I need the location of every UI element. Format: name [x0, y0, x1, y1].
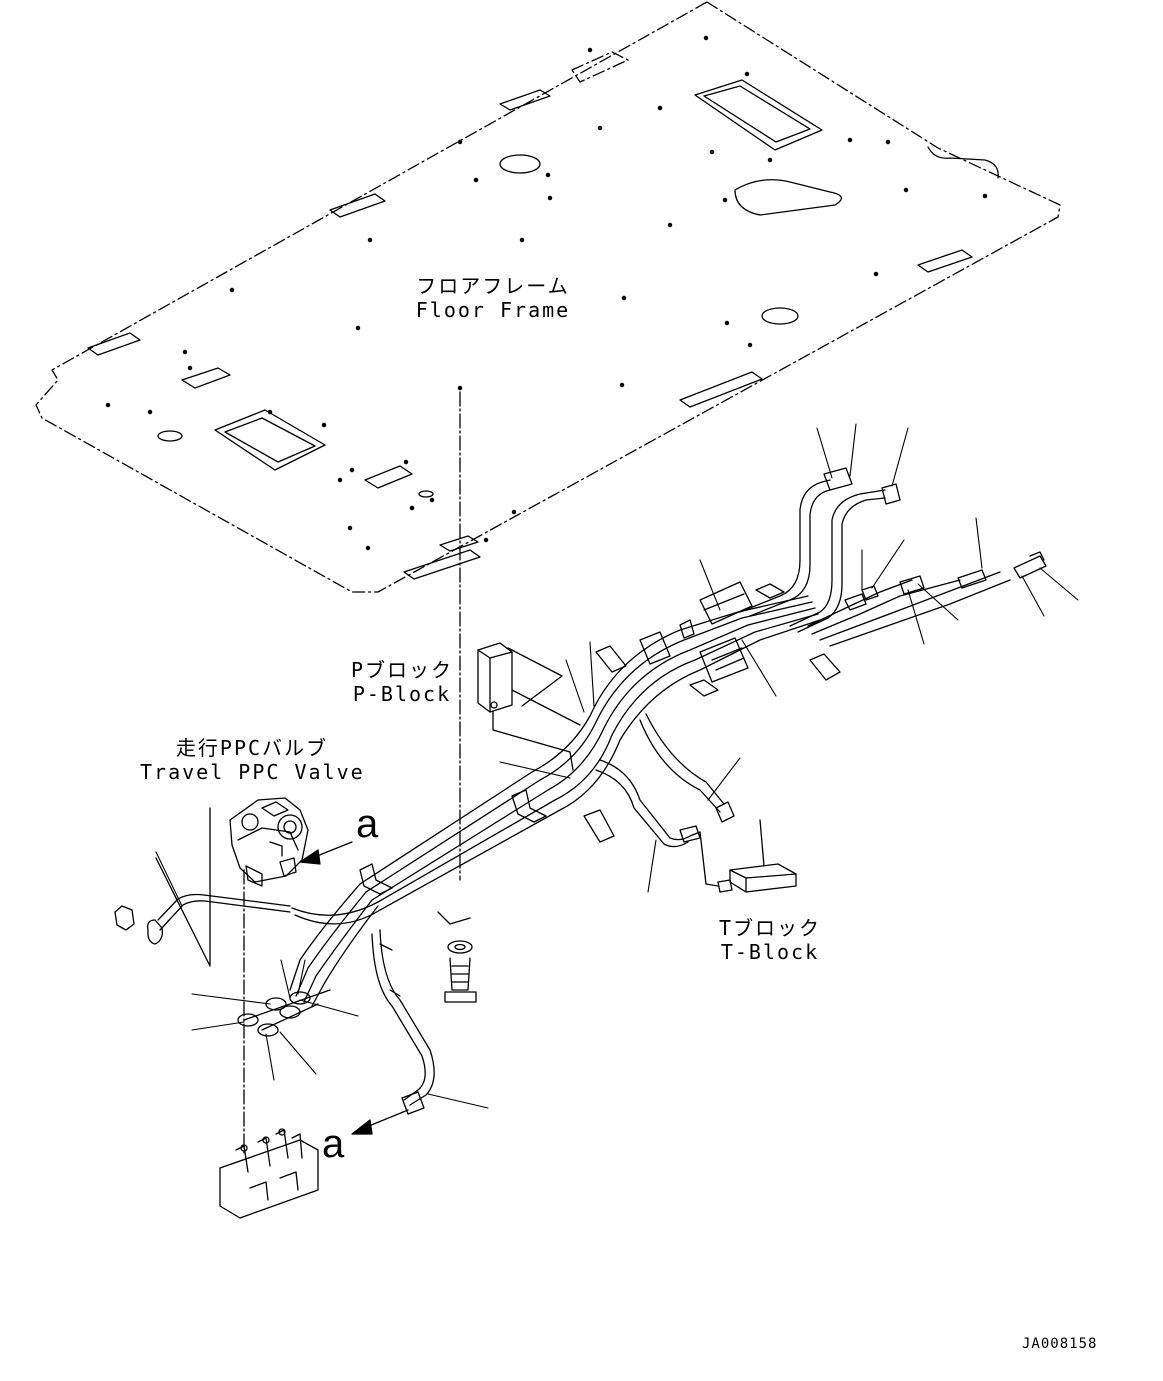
- floor-frame-label-jp: フロアフレーム: [416, 274, 570, 298]
- view-ref-a-top: a: [356, 802, 379, 846]
- ppc-left-fitting: [114, 807, 291, 967]
- view-ref-a-bottom: a: [322, 1122, 345, 1166]
- upper-pipes: [739, 467, 1047, 647]
- travel-ppc-valve-label-jp: 走行PPCバルブ: [175, 736, 329, 760]
- t-block-part: [699, 819, 797, 893]
- t-block-label: Tブロック T-Block: [710, 916, 830, 964]
- floor-frame-label-en: Floor Frame: [415, 298, 571, 322]
- lower-valve-block: [219, 1128, 319, 1219]
- leader-lines: [155, 423, 1079, 1109]
- floor-frame-label: フロアフレーム Floor Frame: [408, 274, 578, 322]
- view-arrows: [299, 841, 409, 1135]
- t-block-hoses: [371, 713, 735, 1115]
- travel-ppc-valve-label-en: Travel PPC Valve: [140, 760, 365, 784]
- p-block-label: Pブロック P-Block: [342, 658, 462, 706]
- p-block-label-jp: Pブロック: [350, 658, 454, 682]
- floor-frame-holes: [105, 35, 988, 551]
- hose-clamps: [359, 583, 841, 895]
- p-block-part: [477, 642, 581, 771]
- travel-ppc-valve-label: 走行PPCバルブ Travel PPC Valve: [140, 736, 364, 784]
- p-block-label-en: P-Block: [352, 682, 452, 706]
- floor-frame-openings: [157, 79, 842, 498]
- t-block-label-jp: Tブロック: [718, 916, 822, 940]
- drawing-code: JA008158: [1022, 1336, 1098, 1352]
- floor-frame-tabs: [87, 89, 973, 580]
- main-hose-bundle: [289, 581, 821, 1007]
- eye-fitting-cluster: [237, 989, 331, 1037]
- t-block-label-en: T-Block: [720, 940, 820, 964]
- floor-frame-plate: [35, 1, 1061, 593]
- clamp-bolt: [437, 911, 477, 1003]
- travel-ppc-valve-part: [229, 797, 309, 887]
